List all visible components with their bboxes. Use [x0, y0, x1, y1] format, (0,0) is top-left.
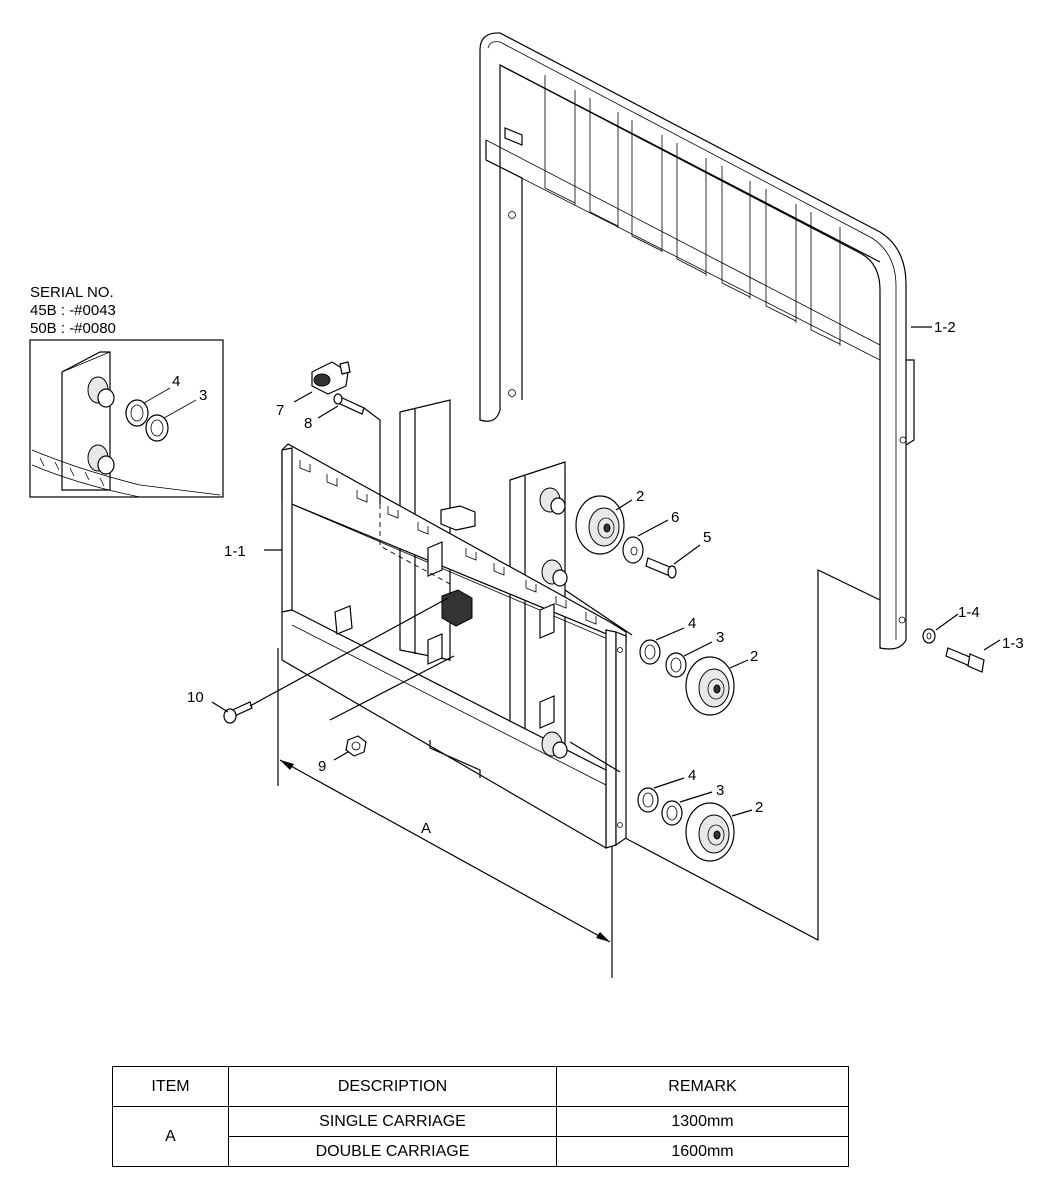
carriage-frame	[281, 399, 627, 850]
callout-4-inset: 4	[172, 373, 180, 390]
remark-cell: 1600mm	[556, 1136, 849, 1167]
callout-3-middle: 3	[716, 629, 724, 646]
item-cell: A	[112, 1106, 229, 1167]
header-item: ITEM	[112, 1066, 229, 1107]
washers-3-4-bottom	[637, 787, 683, 826]
callout-2-bottom: 2	[755, 799, 763, 816]
callout-1-2: 1-2	[934, 319, 956, 336]
table-row: DOUBLE CARRIAGE 1600mm	[113, 1136, 849, 1167]
dimension-a	[277, 648, 613, 978]
bolt-1-3	[945, 647, 985, 673]
backrest-leader-line	[609, 569, 881, 941]
washer-1-4	[922, 628, 936, 644]
callout-8: 8	[304, 415, 312, 432]
load-backrest	[479, 32, 915, 650]
callout-4-middle: 4	[688, 615, 696, 632]
dimension-label-a: A	[421, 820, 431, 837]
part-callouts: 1-1 1-2 1-3 1-4 2 2 2 3 3 3 4 4 4 5 6 7 …	[172, 319, 1024, 837]
nut-9	[345, 735, 367, 757]
serial-line-45b: 45B : -#0043	[30, 302, 116, 319]
bolt-7-8	[311, 361, 365, 415]
callout-3-inset: 3	[199, 387, 207, 404]
callout-9: 9	[318, 758, 326, 775]
serial-note: SERIAL NO. 45B : -#0043 50B : -#0080	[30, 284, 116, 337]
serial-title: SERIAL NO.	[30, 284, 114, 301]
callout-5: 5	[703, 529, 711, 546]
callout-7: 7	[276, 402, 284, 419]
callout-2-middle: 2	[750, 648, 758, 665]
table-row: A SINGLE CARRIAGE 1300mm	[112, 1106, 849, 1167]
washers-3-4-middle	[639, 639, 687, 678]
header-remark: REMARK	[556, 1066, 849, 1107]
serial-inset-box	[29, 339, 224, 498]
roller-2-middle	[685, 656, 735, 716]
callout-1-4: 1-4	[958, 604, 980, 621]
washer-6	[622, 536, 644, 564]
description-cell: DOUBLE CARRIAGE	[228, 1136, 557, 1167]
callout-3-bottom: 3	[716, 782, 724, 799]
callout-10: 10	[187, 689, 204, 706]
leader-lines	[211, 326, 1001, 817]
roller-2-bottom	[685, 802, 735, 862]
serial-line-50b: 50B : -#0080	[30, 320, 116, 337]
callout-4-bottom: 4	[688, 767, 696, 784]
roller-2-top	[575, 495, 625, 555]
bolt-10	[223, 701, 253, 724]
callout-1-1: 1-1	[224, 543, 246, 560]
remark-cell: 1300mm	[556, 1106, 849, 1137]
header-description: DESCRIPTION	[228, 1066, 557, 1107]
callout-1-3: 1-3	[1002, 635, 1024, 652]
callout-2-top: 2	[636, 488, 644, 505]
bolt-5	[645, 557, 677, 579]
callout-6: 6	[671, 509, 679, 526]
table-header-row: ITEM DESCRIPTION REMARK	[112, 1066, 849, 1107]
carriage-spec-table: ITEM DESCRIPTION REMARK A SINGLE CARRIAG…	[112, 1066, 849, 1167]
description-cell: SINGLE CARRIAGE	[228, 1106, 557, 1137]
